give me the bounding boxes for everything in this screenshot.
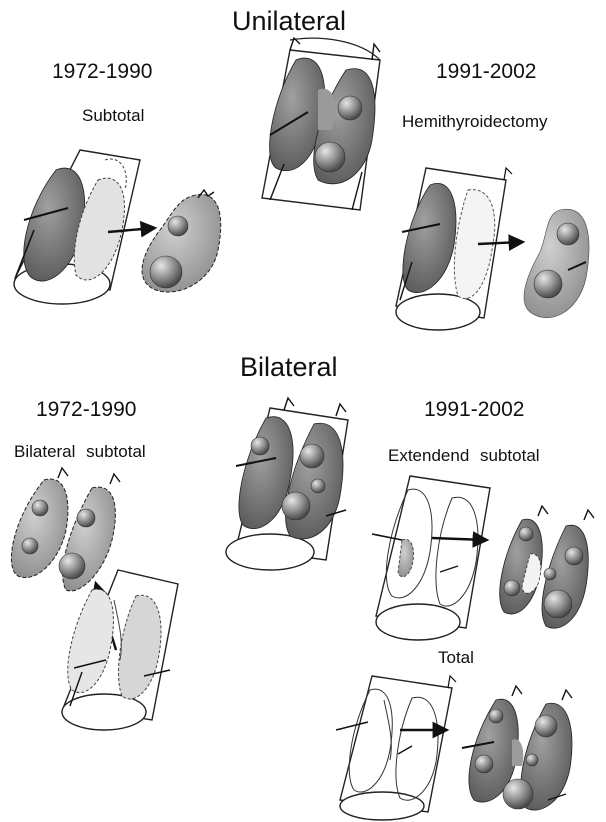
unilateral-subtotal-specimen	[142, 190, 221, 292]
bilateral-extended-before	[372, 476, 490, 640]
bilateral-subtotal-before	[62, 570, 178, 730]
bilateral-total-specimen	[462, 686, 572, 810]
unilateral-hemithyroidectomy-specimen	[524, 209, 589, 317]
unilateral-goitre-center	[262, 38, 380, 210]
unilateral-subtotal-before	[14, 150, 140, 304]
bilateral-subtotal-specimen	[11, 468, 120, 591]
unilateral-hemithyroidectomy-before	[396, 168, 512, 330]
bilateral-extended-specimen	[500, 506, 594, 628]
bilateral-total-before	[336, 676, 456, 820]
bilateral-goitre-center	[226, 398, 348, 570]
